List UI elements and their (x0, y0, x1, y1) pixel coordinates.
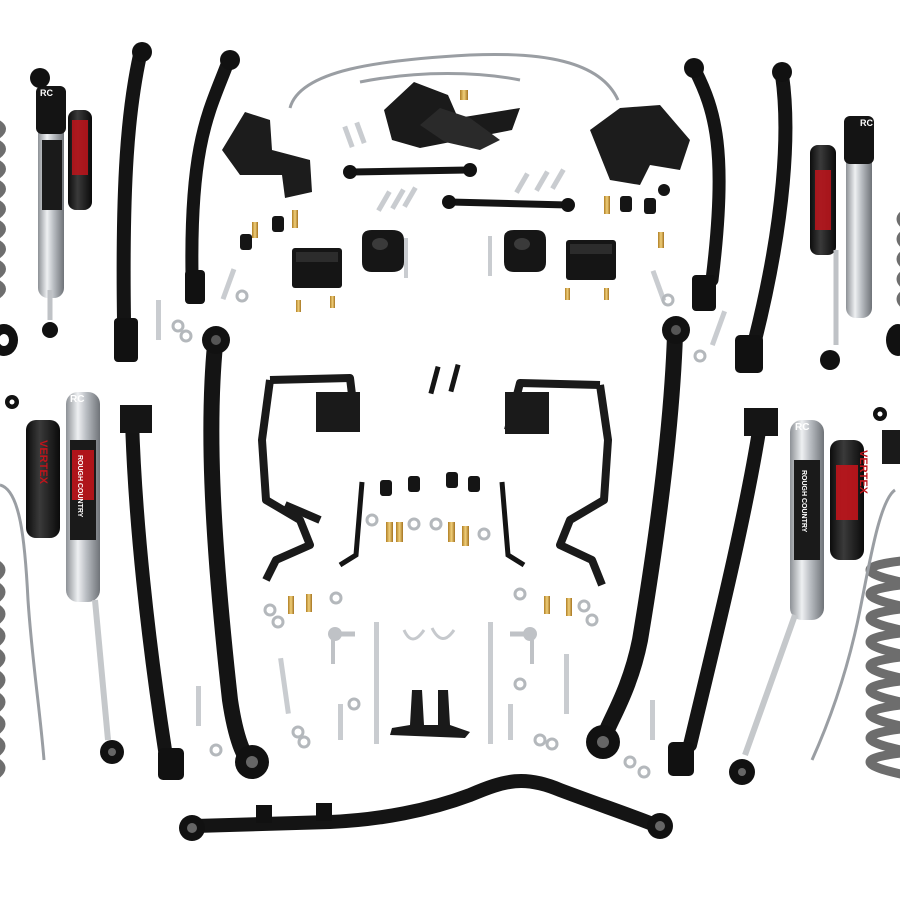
coil-spring-left-top (0, 120, 6, 299)
mount-bracket-left (258, 374, 360, 582)
brake-line-left (0, 483, 46, 761)
track-bar (179, 773, 673, 841)
sway-link-2 (442, 195, 575, 212)
spacer-block-right (566, 240, 616, 280)
mount-bracket-right (504, 379, 612, 587)
end-link-right (510, 627, 537, 664)
control-arm-upper-left-1 (114, 42, 152, 362)
shock-tagline-bottom-right: ROUGH COUNTRY (800, 470, 807, 533)
bracket-top-left (222, 112, 312, 198)
bracket-top-center (384, 82, 520, 150)
hanger-right (499, 481, 526, 568)
sway-link-1 (343, 163, 477, 179)
isolator-pad-right (873, 324, 900, 464)
shock-logo-bottom-right: RC (795, 422, 809, 433)
shock-absorber-top-right (810, 116, 874, 370)
shock-logo-top-left: RC (40, 88, 53, 98)
isolator-pad-left (0, 324, 19, 409)
shock-logo-bottom-left: RC (70, 394, 84, 405)
shock-model-bottom-right: VERTEX (857, 450, 869, 495)
hardware-black-nuts (240, 184, 670, 496)
control-arm-lower-right-long (586, 316, 690, 759)
shock-logo-top-right: RC (860, 118, 873, 128)
control-arm-upper-right-1 (684, 58, 726, 311)
control-arm-lower-right-short (668, 408, 778, 776)
center-small-bracket (390, 690, 470, 738)
hanger-left (338, 481, 365, 568)
hardware-silver-bolts (156, 121, 727, 744)
control-arm-lower-left-short (120, 405, 184, 780)
control-arm-lower-left-long (202, 326, 269, 779)
bump-stop-left (362, 230, 404, 272)
bracket-top-right (590, 105, 690, 185)
coil-spring-right-bottom (865, 556, 900, 779)
bump-stop-right (504, 230, 546, 272)
shock-absorber-bottom-right (729, 420, 864, 785)
coil-spring-left-bottom (0, 561, 6, 778)
spacer-block-left (292, 248, 342, 288)
control-arm-upper-left-2 (185, 50, 240, 304)
brake-line-right (810, 488, 896, 761)
shock-brand-labels: RC RC RC RC VERTEX VERTEX ROUGH COUNTRY … (37, 88, 873, 533)
hardware-gold-bolts (252, 90, 664, 616)
end-link-left (328, 627, 355, 664)
hardware-washers (171, 289, 707, 779)
shock-absorber-top-left (30, 68, 92, 338)
shock-absorber-bottom-left (26, 392, 124, 764)
control-arm-upper-right-2 (735, 62, 793, 373)
shock-tagline-bottom-left: ROUGH COUNTRY (76, 455, 83, 518)
u-clips (402, 627, 456, 641)
shock-model-bottom-left: VERTEX (37, 440, 49, 485)
brake-line-top (288, 52, 620, 109)
